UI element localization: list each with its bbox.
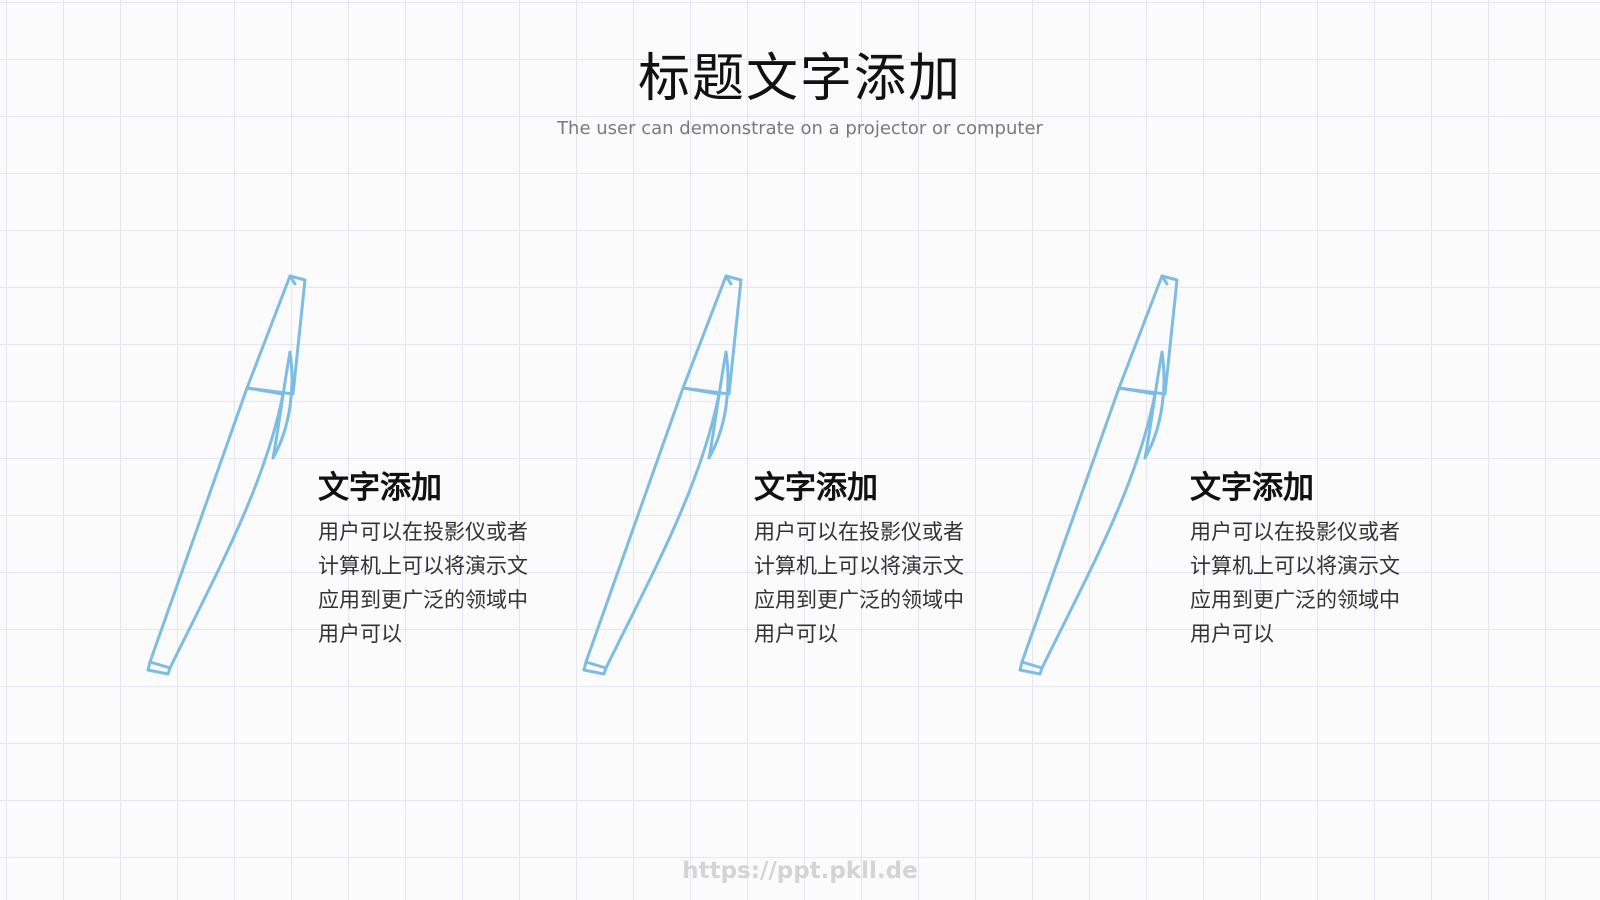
text-block: 文字添加 用户可以在投影仪或者计算机上可以将演示文应用到更广泛的领域中用户可以 [754, 470, 984, 651]
block-heading: 文字添加 [1190, 470, 1314, 506]
block-body: 用户可以在投影仪或者计算机上可以将演示文应用到更广泛的领域中用户可以 [1190, 520, 1400, 647]
block-heading: 文字添加 [754, 470, 878, 506]
text-block: 文字添加 用户可以在投影仪或者计算机上可以将演示文应用到更广泛的领域中用户可以 [318, 470, 548, 651]
footer-watermark: https://ppt.pkll.de [682, 858, 918, 884]
block-body: 用户可以在投影仪或者计算机上可以将演示文应用到更广泛的领域中用户可以 [318, 520, 528, 647]
block-heading: 文字添加 [318, 470, 442, 506]
text-block: 文字添加 用户可以在投影仪或者计算机上可以将演示文应用到更广泛的领域中用户可以 [1190, 470, 1420, 651]
pen-icon [581, 274, 761, 696]
page-title: 标题文字添加 [637, 49, 962, 109]
page-subtitle: The user can demonstrate on a projector … [557, 118, 1043, 139]
block-body: 用户可以在投影仪或者计算机上可以将演示文应用到更广泛的领域中用户可以 [754, 520, 964, 647]
pen-icon [145, 274, 325, 696]
pen-icon [1017, 274, 1197, 696]
